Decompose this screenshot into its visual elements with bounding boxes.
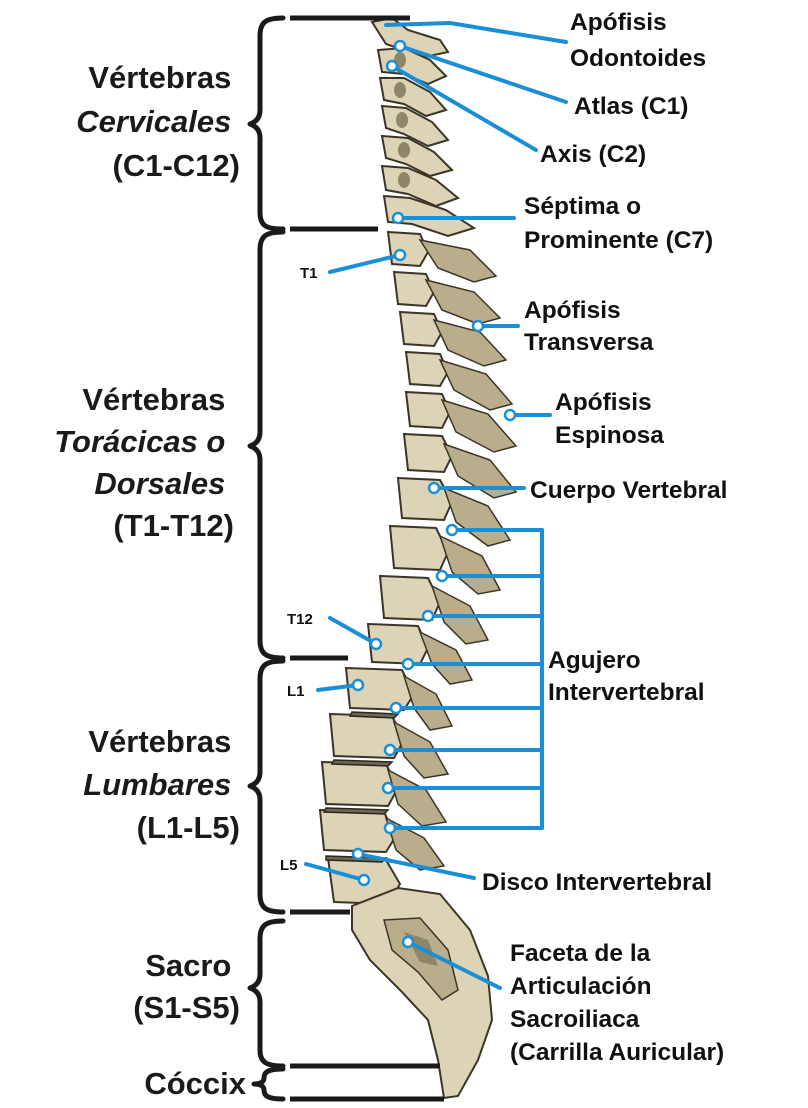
leader-t1	[330, 255, 400, 272]
t12-marker: T12	[287, 611, 313, 628]
cervical-label: Vértebras Cervicales (C1-C12)	[76, 60, 240, 183]
coccyx-label: Cóccix	[144, 1066, 246, 1101]
sacrum-label: Sacro (S1-S5)	[133, 948, 240, 1025]
atlas-label: Atlas (C1)	[574, 93, 688, 120]
spine-illustration	[320, 18, 516, 1098]
t1-marker: T1	[300, 265, 318, 282]
c7-label: Séptima o Prominente (C7)	[524, 193, 713, 254]
l5-marker: L5	[280, 857, 298, 874]
spinous-label: Apófisis Espinosa	[555, 389, 664, 449]
thoracic-brace	[250, 232, 283, 658]
lumbar-brace	[250, 661, 283, 912]
cervical-brace	[250, 18, 283, 229]
l1-marker: L1	[287, 683, 305, 700]
body-label: Cuerpo Vertebral	[530, 477, 727, 504]
transverse-label: Apófisis Transversa	[524, 297, 654, 356]
disc-label: Disco Intervertebral	[482, 869, 712, 896]
lumbar-label: Vértebras Lumbares (L1-L5)	[83, 724, 240, 845]
facet-label: Faceta de la Articulación Sacroiliaca (C…	[510, 940, 724, 1066]
coccyx-brace	[254, 1069, 283, 1099]
axis-label: Axis (C2)	[540, 141, 646, 168]
cervical-vertebrae	[372, 18, 474, 236]
odontoid-label: Apófisis Odontoides	[570, 9, 706, 72]
foramen-label: Agujero Intervertebral	[548, 647, 705, 706]
thoracic-label: Vértebras Torácicas o Dorsales (T1-T12)	[54, 382, 234, 543]
sacrum-brace	[250, 921, 283, 1066]
